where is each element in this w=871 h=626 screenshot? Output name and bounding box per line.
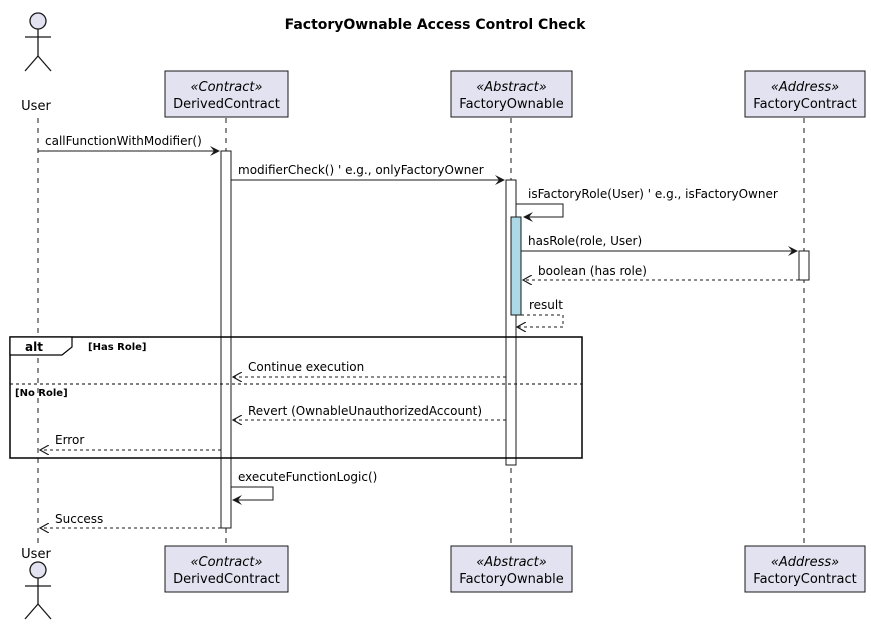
actor-label-user-bottom: User (21, 547, 51, 562)
activation-factory-ownable-nested (510, 216, 522, 316)
message-call-function: callFunctionWithModifier() (38, 134, 220, 156)
participant-name: FactoryContract (753, 572, 856, 587)
message-error: Error (40, 433, 221, 450)
message-label: callFunctionWithModifier() (45, 134, 202, 148)
participant-factory-contract-top: «Address» FactoryContract (744, 70, 866, 118)
participant-factory-ownable-top: «Abstract» FactoryOwnable (450, 70, 573, 118)
participant-factory-ownable-bottom: «Abstract» FactoryOwnable (450, 545, 573, 593)
message-continue-execution: Continue execution (233, 360, 506, 377)
actor-right-leg (37, 603, 52, 620)
message-success: Success (40, 512, 221, 528)
message-modifier-check: modifierCheck() ' e.g., onlyFactoryOwner (231, 163, 505, 185)
activation-derived-contract (220, 150, 232, 529)
actor-user-top (24, 12, 52, 72)
stereotype-address: «Address» (771, 80, 839, 95)
actor-left-leg (24, 603, 39, 620)
activation-factory-contract (798, 250, 810, 281)
actor-left-leg (24, 55, 39, 72)
message-label: modifierCheck() ' e.g., onlyFactoryOwner (238, 163, 484, 177)
message-boolean-return: boolean (has role) (523, 264, 799, 280)
message-revert: Revert (OwnableUnauthorizedAccount) (233, 404, 506, 420)
alt-keyword: alt (25, 340, 43, 354)
message-label: isFactoryRole(User) ' e.g., isFactoryOwn… (528, 187, 778, 201)
actor-head (29, 561, 47, 579)
actor-label-user-top: User (21, 99, 51, 114)
participant-derived-contract-bottom: «Contract» DerivedContract (164, 545, 289, 593)
stereotype-contract: «Contract» (191, 80, 263, 95)
participant-factory-contract-bottom: «Address» FactoryContract (744, 545, 866, 593)
actor-right-leg (37, 55, 52, 72)
lifelines (37, 118, 805, 548)
message-is-factory-role: isFactoryRole(User) ' e.g., isFactoryOwn… (516, 187, 778, 222)
message-label: Continue execution (248, 360, 364, 374)
diagram-title: FactoryOwnable Access Control Check (285, 17, 587, 33)
stereotype-address: «Address» (771, 555, 839, 570)
alt-fragment: alt [Has Role] [No Role] (9, 336, 583, 459)
participant-name: FactoryOwnable (459, 97, 563, 112)
message-label: hasRole(role, User) (528, 234, 642, 248)
message-label: Revert (OwnableUnauthorizedAccount) (248, 404, 482, 418)
message-label: Success (55, 512, 103, 526)
message-execute-function-logic: executeFunctionLogic() (231, 470, 377, 505)
message-label: Error (55, 433, 84, 447)
message-label: result (529, 298, 563, 312)
participant-derived-contract-top: «Contract» DerivedContract (164, 70, 289, 118)
participant-name: FactoryOwnable (459, 572, 563, 587)
stereotype-abstract: «Abstract» (476, 555, 547, 570)
message-has-role: hasRole(role, User) (521, 234, 798, 256)
participant-name: FactoryContract (753, 97, 856, 112)
message-label: boolean (has role) (538, 264, 647, 278)
stereotype-contract: «Contract» (191, 555, 263, 570)
actor-user-bottom (24, 561, 52, 620)
alt-guard-no-role: [No Role] (15, 388, 68, 399)
stereotype-abstract: «Abstract» (476, 80, 547, 95)
actor-head (29, 12, 47, 30)
participant-name: DerivedContract (173, 572, 280, 587)
alt-guard-has-role: [Has Role] (88, 342, 146, 353)
participant-name: DerivedContract (173, 97, 280, 112)
message-result: result (517, 298, 564, 327)
message-label: executeFunctionLogic() (238, 470, 377, 484)
